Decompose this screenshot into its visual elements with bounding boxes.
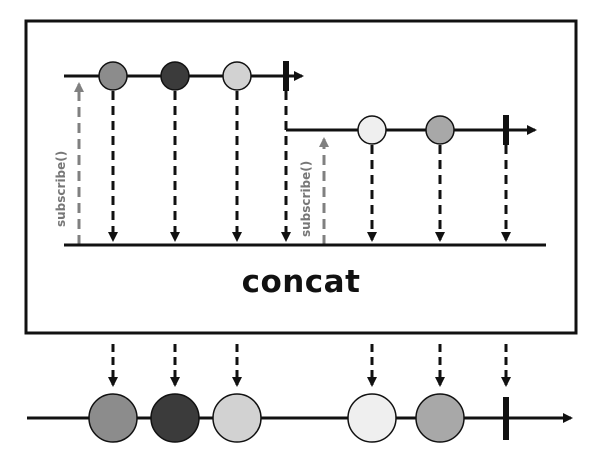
second-source-marble-white xyxy=(357,115,387,145)
first-source-marble-dark xyxy=(160,61,190,91)
output-marble-dark xyxy=(150,393,200,443)
first-source-marble-gray xyxy=(98,61,128,91)
first-source-marble-light xyxy=(222,61,252,91)
first-subscribe-label: subscribe() xyxy=(54,151,68,227)
output-marble-light xyxy=(212,393,262,443)
second-source-marble-mid xyxy=(425,115,455,145)
output-marble-white xyxy=(347,393,397,443)
output-marble-mid xyxy=(415,393,465,443)
operator-label: concat xyxy=(242,264,361,300)
second-subscribe-label: subscribe() xyxy=(299,161,313,237)
output-marble-gray xyxy=(88,393,138,443)
